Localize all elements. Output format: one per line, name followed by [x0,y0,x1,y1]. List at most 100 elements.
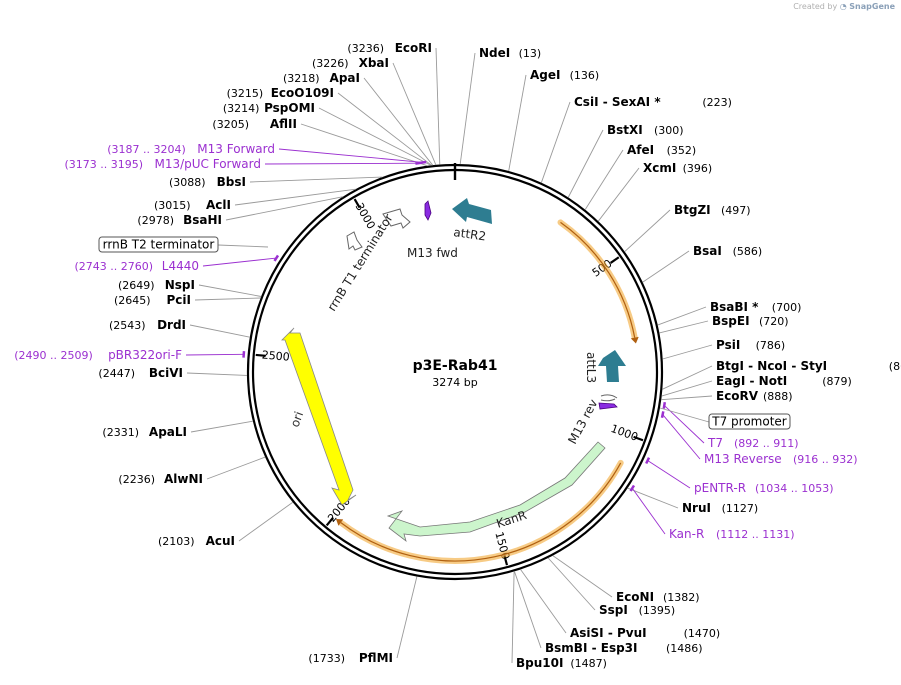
enzyme-site[interactable]: BciVI(2447) [98,366,248,380]
enzyme-site[interactable]: PspOMI(3214) [223,101,432,166]
ori-label: ori [288,410,306,429]
enzyme-site[interactable]: BspEI (720) [659,314,789,334]
enzyme-position: (352) [667,144,697,157]
enzyme-site[interactable]: BbsI(3088) [169,175,383,189]
enzyme-site[interactable]: DrdI(2543) [109,318,250,338]
enzyme-site[interactable]: AgeI(136) [508,68,599,172]
enzyme-position: (3236) [347,42,384,55]
enzyme-site[interactable]: EcoO109I(3215) [227,86,432,166]
enzyme-site[interactable]: EcoRI (3236) [347,41,441,165]
orf-arc-top-right[interactable] [557,219,638,341]
enzyme-position: (1487) [570,657,607,670]
enzyme-leader [249,176,383,183]
primer-site[interactable]: Kan-R(1112 .. 1131) [629,484,795,542]
attR2-feature[interactable] [452,198,492,224]
boxed-label[interactable]: T7 promoter [659,407,791,430]
enzyme-site[interactable]: NspI(2649) [118,278,262,297]
primer-name: T7 [707,436,723,450]
enzyme-name: AfeI [627,143,654,157]
plasmid-name: p3E-Rab41 [413,358,498,374]
enzyme-leader [435,47,441,165]
enzyme-site[interactable]: CsiI - SexAI *(223) [540,95,732,183]
enzyme-leader [547,557,596,611]
enzyme-site[interactable]: AflII(3205) [212,117,428,167]
enzyme-site[interactable]: BsmBI - Esp3I(1486) [513,571,703,655]
enzyme-position: (2331) [102,426,139,439]
enzyme-name: EcoRI [395,41,432,55]
enzyme-site[interactable]: AsiSI - PvuI(1470) [520,569,721,640]
enzyme-position: (888) [763,390,793,403]
enzyme-name: NspI [165,278,195,292]
enzyme-position: (2103) [158,535,195,548]
kanr-label: KanR [495,508,529,531]
enzyme-site[interactable]: XbaI(3226) [312,56,437,166]
enzyme-site[interactable]: BtgZI(497) [624,203,751,253]
enzyme-site[interactable]: BtgI - NcoI - StyI(862) [662,359,901,390]
enzyme-site[interactable]: NruI(1127) [627,487,759,515]
boxed-label[interactable]: rrnB T2 terminator [98,236,269,253]
enzyme-site[interactable]: SspI(1395) [547,557,675,617]
enzyme-position: (700) [772,301,802,314]
kanr-feature[interactable] [386,441,606,543]
primer-site[interactable]: L4440(2743 .. 2760) [74,254,280,273]
primer-mark [660,411,665,419]
enzyme-site[interactable]: NdeI(13) [459,46,541,165]
enzyme-name: BsaI [693,244,722,258]
rrnB-T1-terminator-feature-small[interactable] [346,231,363,251]
enzyme-name: AclI [206,198,231,212]
enzyme-site[interactable]: AfeI (352) [584,143,697,210]
enzyme-position: (720) [759,315,789,328]
enzyme-site[interactable]: BsaI(586) [642,244,763,283]
orf-arc-bottom-arrowhead [336,519,344,526]
primer-name: M13 Reverse [704,452,782,466]
m13-rev-feature[interactable] [598,402,618,410]
m13-rev-label: M13 rev [565,397,600,446]
plasmid-length: 3274 bp [432,376,477,389]
credit-prefix: Created by [793,2,838,11]
enzyme-name: PspOMI [264,101,315,115]
enzyme-site[interactable]: Bpu10I(1487) [511,571,607,670]
enzyme-site[interactable]: AcuI (2103) [158,501,294,548]
primer-site[interactable]: M13 Reverse(916 .. 932) [660,411,858,466]
enzyme-site[interactable]: XcmI(396) [597,161,712,222]
enzyme-name: BspEI [712,314,750,328]
rrnB-T1-terminator-feature[interactable] [382,208,411,229]
ruler-tick-2500 [255,353,266,357]
primer-site[interactable]: pBR322ori-F(2490 .. 2509) [14,348,246,362]
primer-site[interactable]: M13 Forward(3187 .. 3204) [107,142,427,165]
enzyme-name: AgeI [530,68,560,82]
enzyme-name: SspI [599,603,628,617]
enzyme-site[interactable]: PciI(2645) [114,293,261,307]
enzyme-name: BsmBI - Esp3I [545,641,637,655]
primer-range: (2743 .. 2760) [74,260,153,273]
enzyme-position: (879) [822,375,852,388]
enzyme-leader [190,420,253,433]
enzyme-site[interactable]: EcoRV(888) [661,389,793,403]
enzyme-site[interactable]: AlwNI(2236) [118,456,266,486]
enzyme-site[interactable]: PflMI(1733) [308,576,418,666]
enzyme-site[interactable]: ApaI(3218) [283,71,434,166]
enzyme-site[interactable]: EcoNI(1382) [552,555,700,604]
enzyme-site[interactable]: BsaBI *(700) [657,300,802,326]
primer-site[interactable]: pENTR-R(1034 .. 1053) [645,457,834,495]
enzyme-leader [659,320,709,334]
primer-site[interactable]: T7(892 .. 911) [662,402,799,450]
enzyme-leader [234,188,356,206]
m13-fwd-feature[interactable] [424,200,432,221]
enzyme-position: (1382) [663,591,700,604]
enzyme-site[interactable]: AclI(3015) [154,188,356,212]
enzyme-name: AcuI [206,534,235,548]
enzyme-leader [194,297,261,301]
ori-feature[interactable] [281,327,357,506]
enzyme-site[interactable]: BstXI(300) [567,123,684,198]
enzyme-position: (786) [756,339,786,352]
primer-site[interactable]: M13/pUC Forward(3173 .. 3195) [64,157,423,171]
primer-name: M13 Forward [197,142,275,156]
m13-fwd-label: M13 fwd [407,246,458,260]
enzyme-site[interactable]: EagI - NotI(879) [661,374,852,397]
enzyme-site[interactable]: ApaLI(2331) [102,420,253,439]
enzyme-site[interactable]: BsaHI(2978) [137,196,344,227]
attL3-feature[interactable] [598,350,626,382]
enzyme-leader [186,372,248,376]
enzyme-site[interactable]: PsiI(786) [662,338,786,360]
